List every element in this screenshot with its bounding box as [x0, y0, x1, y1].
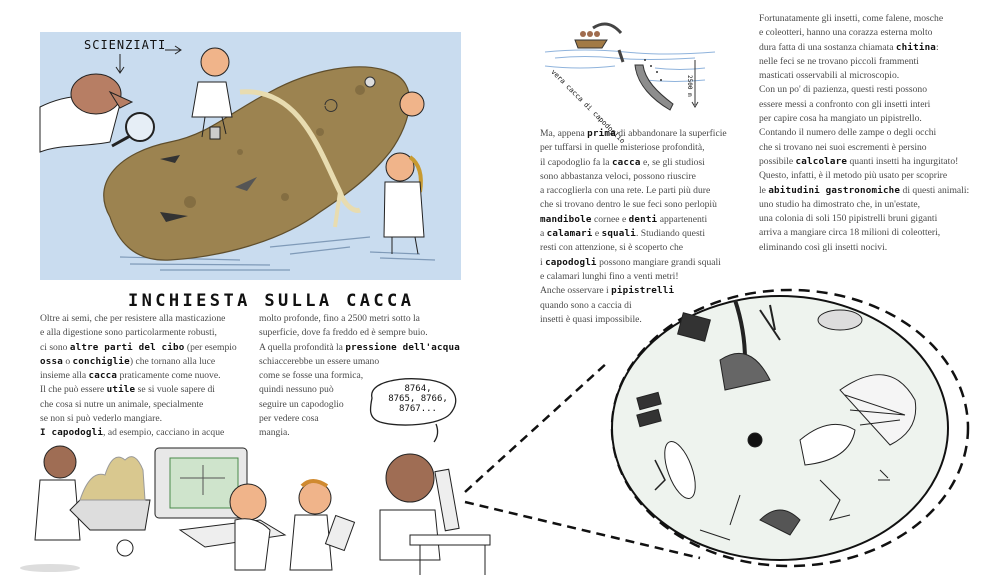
text-line: Fortunatamente gli insetti, come falene,… [759, 13, 944, 24]
highlighted-term: squali [601, 228, 636, 240]
text-line: A quella profondità la pressione dell'ac… [259, 341, 460, 353]
text-line: resti con attenzione, si è scoperto che [540, 242, 684, 254]
text-line: e alla digestione sono particolarmente r… [40, 327, 217, 339]
highlighted-term: pressione dell'acqua [345, 341, 460, 353]
highlighted-term: cacca [611, 156, 641, 168]
text-line: essere messi a confronto con gli insetti… [759, 98, 931, 110]
text-line: Contando il numero delle zampe o degli o… [759, 127, 937, 139]
insect-fragments [636, 299, 917, 541]
highlighted-term: utile [106, 384, 136, 396]
text-line: Oltre ai semi, che per resistere alla ma… [40, 313, 226, 324]
text-line: i capodogli possono mangiare grandi squa… [540, 256, 721, 268]
text-line: a calamari e squali. Studiando questi [540, 228, 706, 240]
highlighted-term: mandibole [540, 213, 592, 225]
text-line: per capire cosa ha mangiato un pipistrel… [759, 113, 922, 125]
text-line: per tuffarsi in quelle misteriose profon… [540, 142, 705, 154]
text-line: ossa o conchiglie) che tornano alla luce [40, 355, 216, 367]
text-line: le abitudini gastronomiche di questi ani… [759, 184, 970, 196]
text-line: quindi nessuno può [259, 384, 334, 396]
text-column-center: Ma, appena prima di abbandonare la super… [540, 127, 727, 327]
text-column-right: Fortunatamente gli insetti, come falene,… [759, 12, 969, 255]
text-line: superficie, dove fa freddo ed è sempre b… [259, 327, 428, 339]
highlighted-term: prima [587, 128, 616, 139]
scientists-illustration: SCIENZIATI [39, 32, 461, 280]
lab-drawing [20, 378, 491, 575]
scientists-label: SCIENZIATI [84, 38, 167, 52]
highlighted-term: abitudini gastronomiche [768, 184, 901, 196]
text-line: a raccoglierla con una rete. Le parti pi… [540, 185, 711, 197]
text-line: possibile calcolare quanti insetti ha in… [759, 155, 959, 167]
text-line: Ma, appena prima di abbandonare la super… [540, 128, 727, 139]
text-line: dura fatta di una sostanza chiamata chit… [759, 41, 939, 53]
text-line: Il che può essere utile se si vuole sape… [40, 384, 215, 396]
highlighted-term: altre parti del cibo [69, 341, 185, 353]
text-line: che si trovano dentro le sue feci sono p… [540, 199, 717, 211]
highlighted-term: denti [628, 213, 658, 225]
highlighted-term: I capodogli [40, 427, 104, 439]
scientists-drawing [39, 47, 436, 271]
highlighted-term: calcolare [795, 155, 848, 167]
text-line: sono abbastanza veloci, possono riuscire [540, 170, 696, 182]
text-line: che cosa si nutre un animale, specialmen… [40, 398, 204, 410]
text-line: quando sono a caccia di [540, 299, 632, 311]
text-line: Anche osservare i pipistrelli [540, 285, 675, 297]
text-line: I capodogli, ad esempio, cacciano in acq… [40, 427, 225, 439]
highlighted-term: conchiglie [72, 355, 130, 367]
text-line: masticati osservabili al microscopio. [759, 70, 900, 82]
highlighted-term: ossa [40, 355, 63, 367]
whale-drawing [544, 22, 716, 111]
whale-illustration: vera cacca di capodoglio 2500 m [544, 10, 720, 145]
text-line: schiaccerebbe un essere umano [259, 355, 380, 367]
text-column-middle: molto profonde, fino a 2500 metri sotto … [259, 312, 460, 441]
text-line: mandibole cornee e denti appartenenti [540, 213, 708, 225]
text-line: mangia. [259, 427, 290, 439]
text-line: eliminando così gli insetti nocivi. [759, 241, 888, 253]
arrow-icon [115, 45, 182, 74]
text-line: uno studio ha dimostrato che, in un'esta… [759, 198, 921, 210]
text-line: che si trovano nei suoi escrementi è per… [759, 141, 927, 153]
text-line: per vedere cosa [259, 413, 319, 425]
text-line: Questo, infatti, è il metodo più usato p… [759, 170, 948, 182]
speech-bubble-text: 8764, 8765, 8766, 8767... [388, 384, 448, 414]
text-line: e coleotteri, hanno una corazza esterna … [759, 27, 933, 39]
text-column-left: Oltre ai semi, che per resistere alla ma… [40, 312, 237, 441]
text-line: seguire un capodoglio [259, 398, 344, 410]
text-line: nelle feci se ne trovano piccoli frammen… [759, 55, 919, 67]
lab-illustration: 8764, 8765, 8766, 8767... [0, 370, 600, 581]
highlighted-term: chitina [895, 41, 937, 53]
text-line: come se fosse una formica, [259, 370, 364, 382]
highlighted-term: calamari [546, 228, 593, 240]
text-line: ci sono altre parti del cibo (per esempi… [40, 341, 237, 353]
highlighted-term: cacca [88, 370, 118, 382]
highlighted-term: capodogli [545, 256, 597, 268]
text-line: il capodoglio fa la cacca e, se gli stud… [540, 156, 705, 168]
highlighted-term: pipistrelli [611, 285, 675, 297]
text-line: se non si può vederlo mangiare. [40, 413, 163, 425]
text-line: insetti è quasi impossibile. [540, 313, 642, 325]
text-line: arriva a mangiare circa 18 milioni di co… [759, 227, 941, 239]
text-line: insieme alla cacca praticamente come nuo… [40, 370, 221, 382]
depth-label: 2500 m [686, 75, 693, 97]
page-title: INCHIESTA SULLA CACCA [128, 291, 415, 311]
text-line: Con un po' di pazienza, questi resti pos… [759, 84, 927, 96]
text-line: e calamari lunghi fino a venti metri! [540, 270, 679, 282]
text-line: una colonia di soli 150 pipistrelli brun… [759, 213, 938, 225]
text-line: molto profonde, fino a 2500 metri sotto … [259, 313, 420, 324]
